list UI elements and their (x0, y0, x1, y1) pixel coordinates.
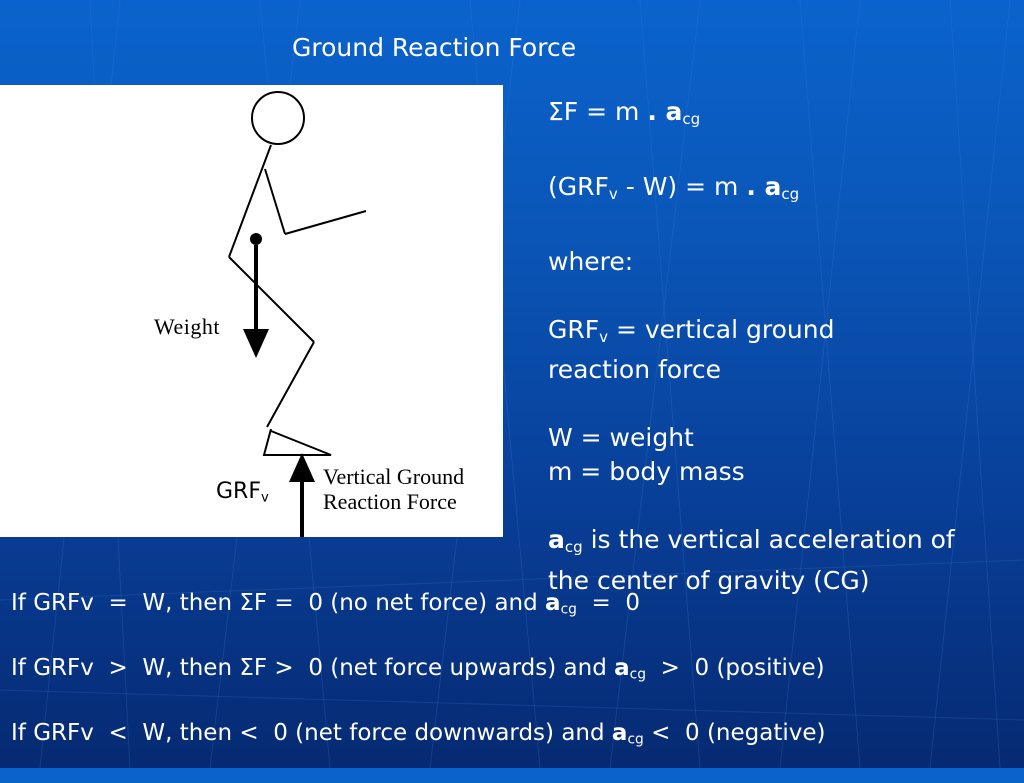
condition-equal: If GRFv = W, then ΣF = 0 (no net force) … (11, 590, 641, 618)
condition-less: If GRFv < W, then < 0 (net force downwar… (11, 720, 826, 748)
acceleration-definition-line2: the center of gravity (CG) (548, 566, 870, 595)
grf-arrow-head (289, 453, 315, 482)
grf-definition-line2: reaction force (548, 355, 721, 385)
shin (266, 341, 315, 428)
mass-definition: m = body mass (548, 457, 745, 487)
equation-sum-force: ΣF = m . acg (548, 97, 701, 128)
vertical-grf-label: Vertical Ground Reaction Force (323, 464, 465, 514)
forearm (284, 210, 367, 235)
weight-label: Weight (154, 314, 220, 339)
grf-label: GRFv (216, 479, 269, 506)
center-of-gravity-dot (250, 233, 262, 245)
grf-definition: GRFv = vertical ground (548, 314, 835, 346)
acceleration-definition: acg is the vertical acceleration of (548, 525, 955, 556)
head (251, 91, 305, 145)
equation-grf: (GRFv - W) = m . acg (548, 171, 800, 203)
upper-arm (264, 168, 286, 235)
weight-definition: W = weight (548, 423, 694, 453)
conditions-block: If GRFv = W, then ΣF = 0 (no net force) … (11, 588, 825, 783)
weight-arrow-head (243, 329, 269, 358)
slide-title: Ground Reaction Force (292, 33, 577, 62)
foot (262, 428, 332, 456)
condition-greater: If GRFv > W, then ΣF > 0 (net force upwa… (11, 655, 825, 683)
figure-panel: Weight GRFv Vertical Ground Reaction For… (0, 85, 503, 537)
where-label: where: (548, 246, 634, 276)
equations-block: ΣF = m . acg (GRFv - W) = m . acg where:… (548, 95, 955, 598)
thigh (228, 256, 315, 343)
neck-torso (228, 144, 272, 258)
stick-figure-diagram (228, 91, 367, 537)
